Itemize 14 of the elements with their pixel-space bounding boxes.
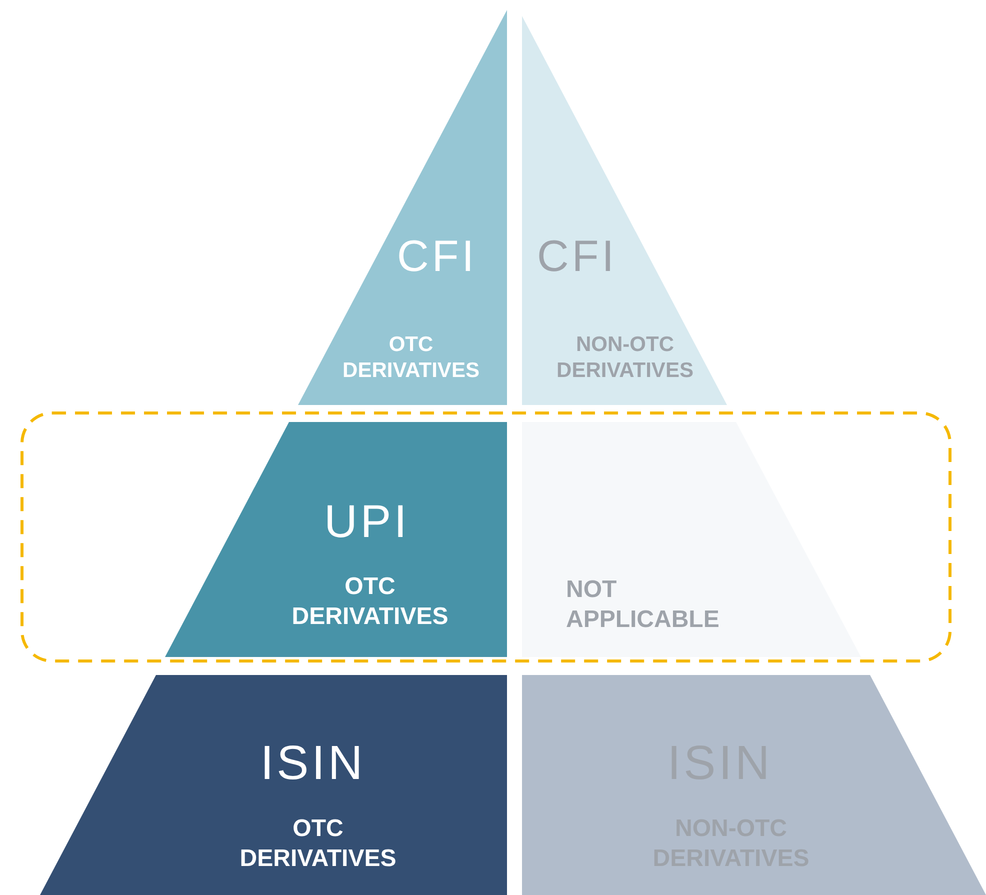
segment-caption: NOT APPLICABLE (566, 575, 720, 635)
segment-caption: OTC DERIVATIVES (342, 332, 480, 384)
pyramid-segment (298, 10, 507, 405)
pyramid-segment (522, 675, 986, 895)
segment-title: UPI (324, 496, 410, 547)
segment-caption: OTC DERIVATIVES (240, 814, 396, 874)
segment-caption: OTC DERIVATIVES (292, 572, 448, 632)
segment-title: CFI (537, 233, 617, 282)
pyramid-segment (165, 422, 507, 657)
segment-caption: NON-OTC DERIVATIVES (556, 332, 694, 384)
pyramid-segment (522, 16, 727, 405)
segment-title: CFI (397, 233, 477, 282)
segment-title: ISIN (260, 738, 366, 791)
pyramid-segment (40, 675, 507, 895)
